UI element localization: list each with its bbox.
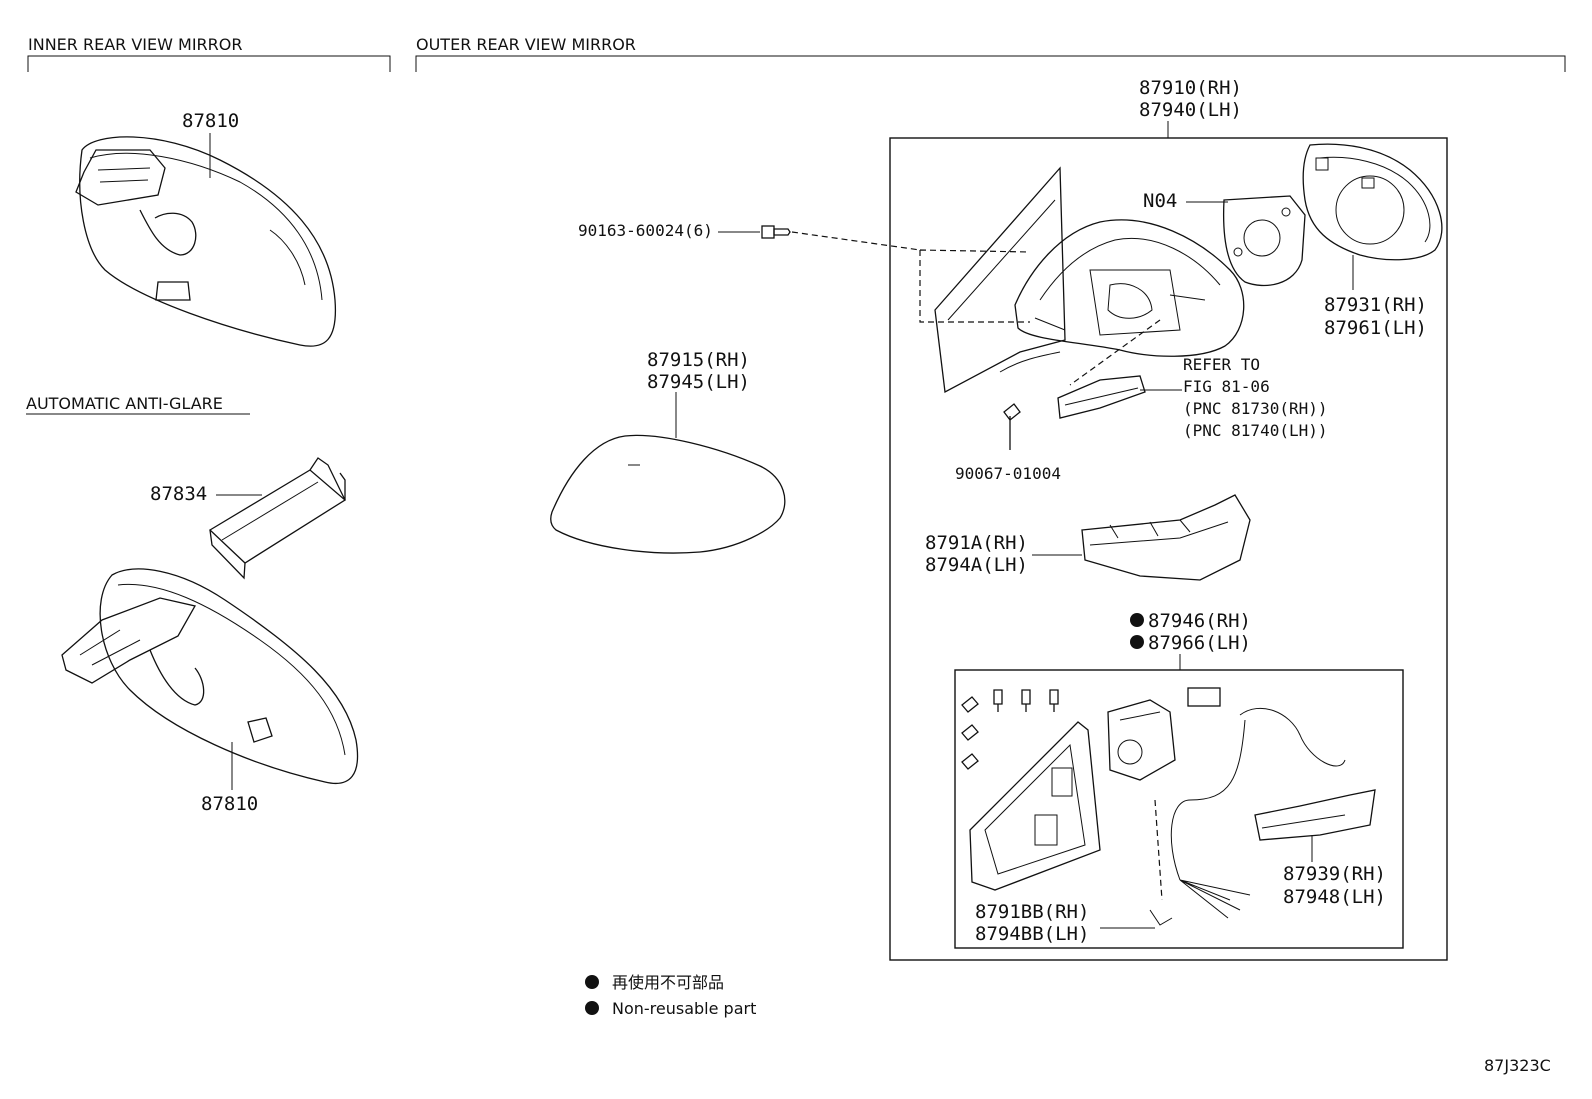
section-inner-bracket: [27, 55, 391, 72]
label-refer-to: REFER TO: [1183, 355, 1260, 374]
label-8794A: 8794A(LH): [925, 554, 1028, 576]
label-87810-bottom: 87810: [201, 793, 258, 815]
subassembly-box-87946: [954, 669, 1404, 949]
label-90067: 90067-01004: [955, 464, 1061, 483]
label-n04: N04: [1143, 190, 1177, 212]
section-outer-title: OUTER REAR VIEW MIRROR: [416, 35, 636, 54]
inner-mirror-auto: [61, 568, 359, 784]
label-8794BB: 8794BB(LH): [975, 923, 1089, 945]
wire-harness: [1149, 707, 1346, 926]
label-8791A: 8791A(RH): [925, 532, 1028, 554]
label-87939: 87939(RH): [1283, 863, 1386, 885]
diagram-code: 87J323C: [1484, 1056, 1551, 1075]
label-8791BB: 8791BB(RH): [975, 901, 1089, 923]
label-90163: 90163-60024(6): [578, 221, 713, 240]
cover-87939: [1254, 789, 1376, 841]
label-87910: 87910(RH): [1139, 77, 1242, 99]
section-inner-title: INNER REAR VIEW MIRROR: [28, 35, 243, 54]
legend-dot-en: [585, 1001, 599, 1015]
label-refer-fig: FIG 81-06: [1183, 377, 1270, 396]
small-screws: [961, 689, 1059, 770]
sensor-cover-87834: [208, 457, 347, 580]
label-refer-pnc-rh: (PNC 81730(RH)): [1183, 399, 1328, 418]
label-87834: 87834: [150, 483, 207, 505]
dashed-guide-base: [919, 249, 1031, 323]
mirror-housing: [1014, 219, 1245, 357]
label-87940: 87940(LH): [1139, 99, 1242, 121]
label-87945: 87945(LH): [647, 371, 750, 393]
mirror-cover-87915: [550, 434, 786, 554]
label-87810-top: 87810: [182, 110, 239, 132]
screw-90163: [761, 225, 791, 239]
connector-block: [1187, 687, 1221, 707]
screw-90067: [1003, 403, 1021, 450]
label-87946: 87946(RH): [1148, 610, 1251, 632]
label-87961: 87961(LH): [1324, 317, 1427, 339]
motor-unit: [1107, 699, 1176, 781]
label-87966: 87966(LH): [1148, 632, 1251, 654]
turn-signal-lamp: [1057, 375, 1146, 419]
base-gasket: [969, 721, 1101, 891]
label-refer-pnc-lh: (PNC 81740(LH)): [1183, 421, 1328, 440]
dashed-guide-lamp: [1069, 319, 1161, 386]
label-87931: 87931(RH): [1324, 294, 1427, 316]
mirror-glass-87931: [1302, 143, 1443, 261]
legend-dot-jp: [585, 975, 599, 989]
label-87915: 87915(RH): [647, 349, 750, 371]
mirror-base-plate: [934, 166, 1066, 394]
non-reusable-dot-87966: [1130, 635, 1144, 649]
non-reusable-dot-87946: [1130, 613, 1144, 627]
inner-mirror-top: [75, 136, 337, 347]
legend-text-en: Non-reusable part: [612, 999, 756, 1018]
label-87948: 87948(LH): [1283, 886, 1386, 908]
legend-text-jp: 再使用不可部品: [612, 973, 724, 992]
section-auto-title: AUTOMATIC ANTI-GLARE: [26, 394, 223, 413]
lamp-cover-8791A: [1081, 494, 1251, 581]
section-outer-bracket: [415, 55, 1566, 72]
actuator-n04: [1222, 195, 1306, 287]
dashed-guide-screw: [791, 231, 921, 251]
